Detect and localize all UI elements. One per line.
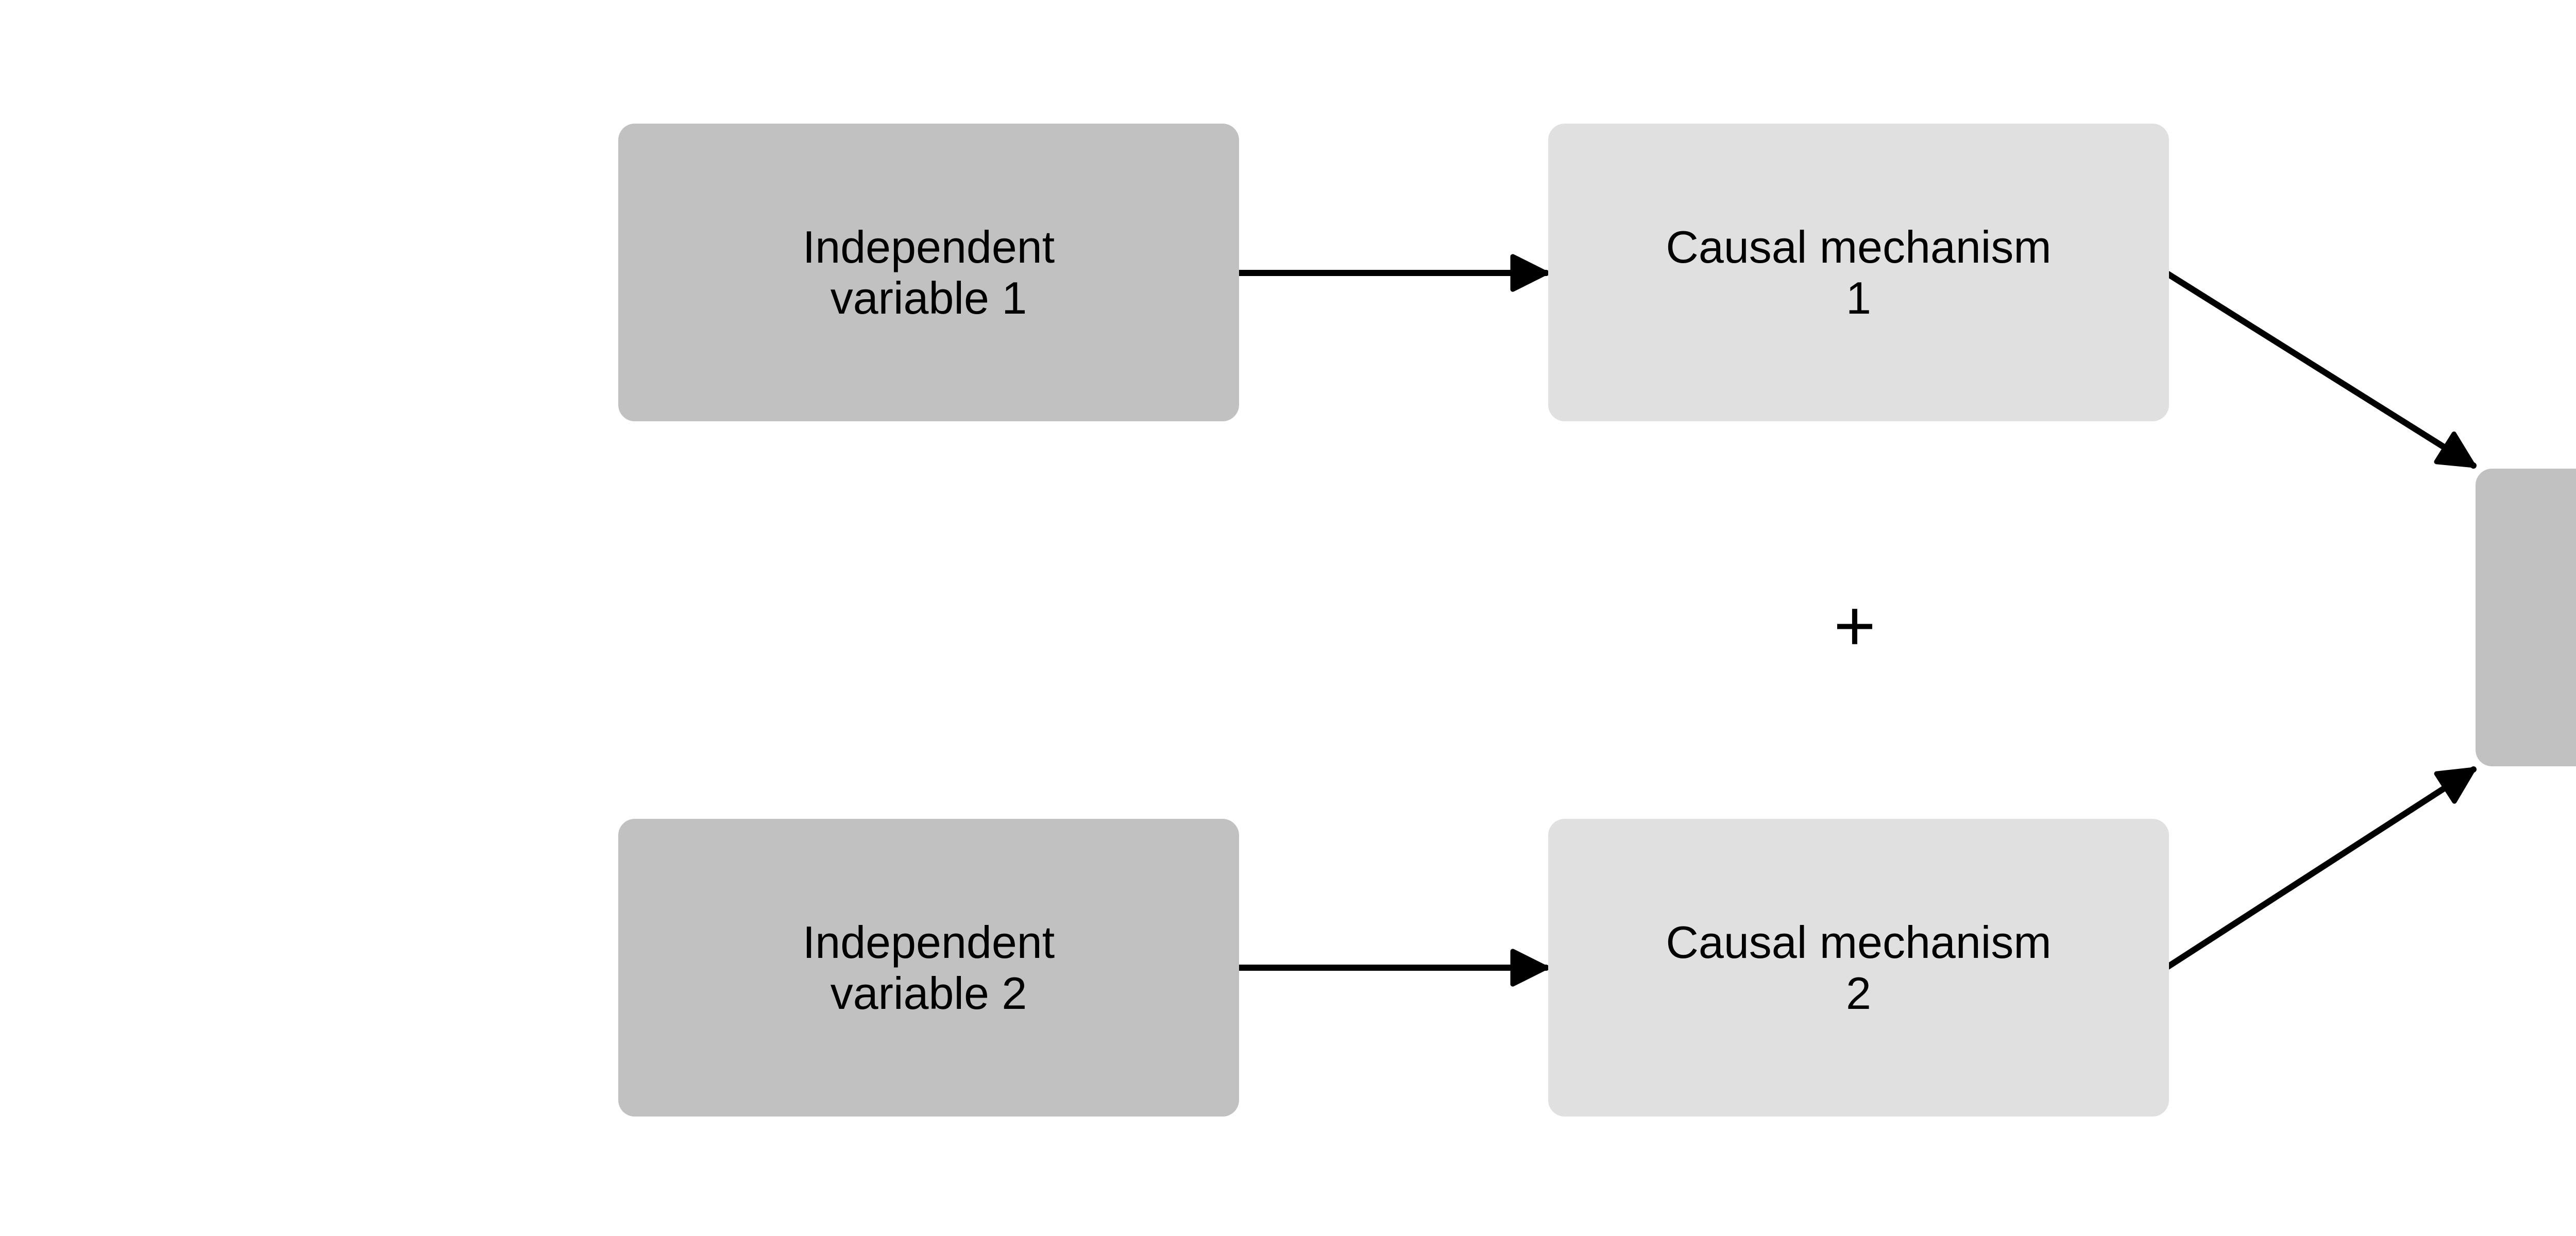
node-label-line: Causal mechanism	[1666, 916, 2052, 968]
node-independent-variable-2: Independent variable 2	[618, 819, 1239, 1117]
plus-sign: +	[1834, 585, 1876, 666]
node-label-line: variable 2	[830, 968, 1027, 1019]
edge-cm2-to-dv	[2165, 766, 2477, 970]
node-label-line: 2	[1846, 968, 1871, 1019]
node-independent-variable-1: Independent variable 1	[618, 124, 1239, 421]
node-label-line: Causal mechanism	[1666, 221, 2052, 272]
node-dependent-variable: Dependent variable	[2476, 469, 2576, 766]
node-causal-mechanism-2: Causal mechanism 2	[1548, 819, 2169, 1117]
node-causal-mechanism-1: Causal mechanism 1	[1548, 124, 2169, 421]
node-label-line: Independent	[802, 916, 1055, 968]
node-label-line: variable 1	[830, 272, 1027, 323]
edge-cm1-to-dv	[2165, 271, 2477, 469]
node-label-line: 1	[1846, 272, 1871, 323]
node-label-line: Independent	[802, 221, 1055, 272]
